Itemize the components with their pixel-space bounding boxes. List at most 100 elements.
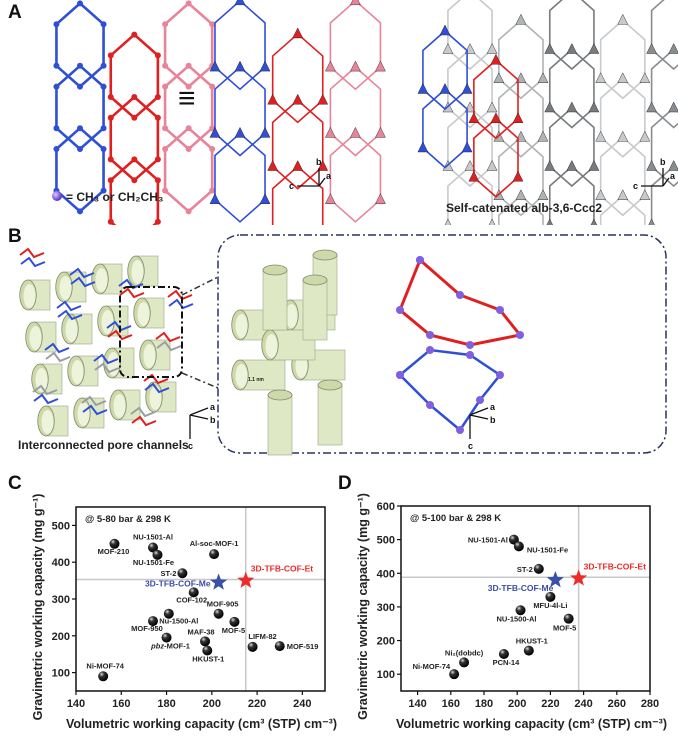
axis-line bbox=[318, 177, 326, 187]
data-point-label: MAF-38 bbox=[187, 627, 214, 636]
methyl-ball bbox=[416, 256, 424, 264]
data-point-label: MOF-950 bbox=[131, 624, 163, 633]
linker-node bbox=[77, 125, 83, 132]
hexagon-ring bbox=[548, 106, 595, 188]
y-tick-label: 500 bbox=[52, 520, 70, 532]
node-tetrahedron bbox=[468, 170, 480, 182]
data-point-label: COF-102 bbox=[176, 595, 207, 604]
data-point-label: ST-2 bbox=[517, 565, 533, 574]
pore-opening-inner bbox=[95, 268, 108, 292]
x-tick-label: 140 bbox=[408, 698, 426, 710]
node-tetrahedron bbox=[595, 130, 607, 142]
hexagon-ring bbox=[109, 95, 160, 182]
hexagon-ring bbox=[599, 194, 646, 225]
node-tetrahedron bbox=[461, 141, 473, 153]
axis-label: a bbox=[670, 171, 676, 181]
node-tetrahedron bbox=[668, 160, 678, 171]
y-tick-label: 300 bbox=[52, 594, 70, 606]
node-tetrahedron bbox=[259, 60, 271, 72]
node-tetrahedron bbox=[515, 13, 527, 25]
panel-c-letter: C bbox=[8, 473, 22, 494]
data-point-label: 3D-TFB-COF-Me bbox=[488, 583, 554, 593]
hexagon-ring bbox=[109, 32, 160, 120]
axis-triad-icon: cba bbox=[289, 157, 332, 191]
linker-strand bbox=[155, 331, 181, 343]
node-tetrahedron bbox=[234, 0, 246, 6]
data-point-nu-1500-al bbox=[163, 608, 174, 619]
hexagon-ring bbox=[548, 48, 595, 129]
axis-label: c bbox=[633, 181, 638, 191]
linker-strand bbox=[81, 395, 107, 407]
node-tetrahedron bbox=[325, 60, 336, 72]
vertical-pore-channel bbox=[262, 269, 288, 331]
node-tetrahedron bbox=[566, 101, 578, 113]
linker-node bbox=[77, 146, 83, 152]
vertical-pore-channel bbox=[267, 394, 293, 456]
pore-opening bbox=[312, 249, 338, 261]
axis-label: a bbox=[490, 402, 496, 412]
plot-frame bbox=[400, 505, 651, 692]
hexagon-ring bbox=[214, 0, 266, 91]
x-tick-label: 220 bbox=[541, 698, 559, 710]
y-tick-label: 100 bbox=[52, 668, 70, 680]
linker-node bbox=[131, 94, 138, 100]
linker-strand bbox=[69, 267, 95, 279]
data-point-lifm-82 bbox=[247, 641, 258, 652]
node-tetrahedron bbox=[461, 83, 473, 94]
linker-strand bbox=[144, 382, 170, 394]
node-tetrahedron bbox=[267, 160, 279, 171]
zoom-connector-line bbox=[181, 276, 219, 296]
node-tetrahedron bbox=[439, 83, 451, 94]
linker-node bbox=[185, 62, 192, 69]
axis-label: b bbox=[316, 157, 322, 167]
linker-strand bbox=[19, 247, 45, 259]
data-point-pbz-mof-1 bbox=[161, 632, 172, 643]
methyl-ball bbox=[456, 426, 464, 434]
linker-node bbox=[107, 156, 114, 163]
node-tetrahedron bbox=[292, 27, 304, 39]
data-point-ni-mof-74 bbox=[449, 669, 460, 680]
y-tick-label: 400 bbox=[377, 568, 395, 580]
pore-opening-inner bbox=[137, 302, 150, 326]
node-tetrahedron bbox=[544, 160, 556, 171]
node-tetrahedron bbox=[490, 53, 502, 65]
data-point-label: MOF-5 bbox=[222, 626, 245, 635]
data-point-label: NU-1501-Fe bbox=[133, 558, 174, 567]
x-tick-label: 160 bbox=[112, 698, 130, 710]
linker-strand bbox=[70, 276, 96, 288]
node-tetrahedron bbox=[617, 189, 629, 200]
node-tetrahedron bbox=[292, 160, 304, 171]
node-tetrahedron bbox=[490, 112, 502, 123]
node-tetrahedron bbox=[566, 160, 578, 171]
linker-node bbox=[77, 62, 83, 69]
pore-opening-inner bbox=[77, 402, 90, 426]
data-point-label: MOF-5 bbox=[553, 624, 576, 633]
panel-b-structures: 1.1 nm Interconnected pore channels abc … bbox=[18, 234, 667, 456]
linker-node bbox=[100, 83, 107, 90]
data-point-label: Ni₂(dobdc) bbox=[445, 648, 484, 657]
axis-line bbox=[189, 414, 209, 420]
axis-line bbox=[469, 407, 489, 416]
axis-label: a bbox=[326, 171, 332, 181]
hexagon-ring bbox=[271, 99, 324, 190]
linker-node bbox=[53, 21, 60, 28]
node-tetrahedron bbox=[546, 218, 553, 225]
hexagon-ring bbox=[498, 77, 544, 158]
legend-text: = CH₃ or CH₂CH₃ bbox=[66, 190, 163, 204]
node-tetrahedron bbox=[588, 43, 600, 54]
node-tetrahedron bbox=[325, 126, 336, 138]
linker-node bbox=[53, 146, 60, 152]
data-point-mof-519 bbox=[274, 641, 285, 652]
pore-opening-inner bbox=[101, 310, 114, 334]
linker-node bbox=[162, 21, 169, 28]
pore-channel-block bbox=[19, 247, 194, 437]
linker-node bbox=[185, 0, 192, 7]
zoom-detail-box bbox=[217, 234, 667, 454]
linker-strand bbox=[168, 298, 194, 310]
node-tetrahedron bbox=[512, 112, 524, 123]
data-point-al-soc-mof-1 bbox=[209, 549, 220, 560]
node-tetrahedron bbox=[668, 101, 678, 113]
x-tick-label: 260 bbox=[608, 698, 626, 710]
node-tetrahedron bbox=[537, 130, 549, 142]
linker-strand bbox=[20, 256, 46, 268]
